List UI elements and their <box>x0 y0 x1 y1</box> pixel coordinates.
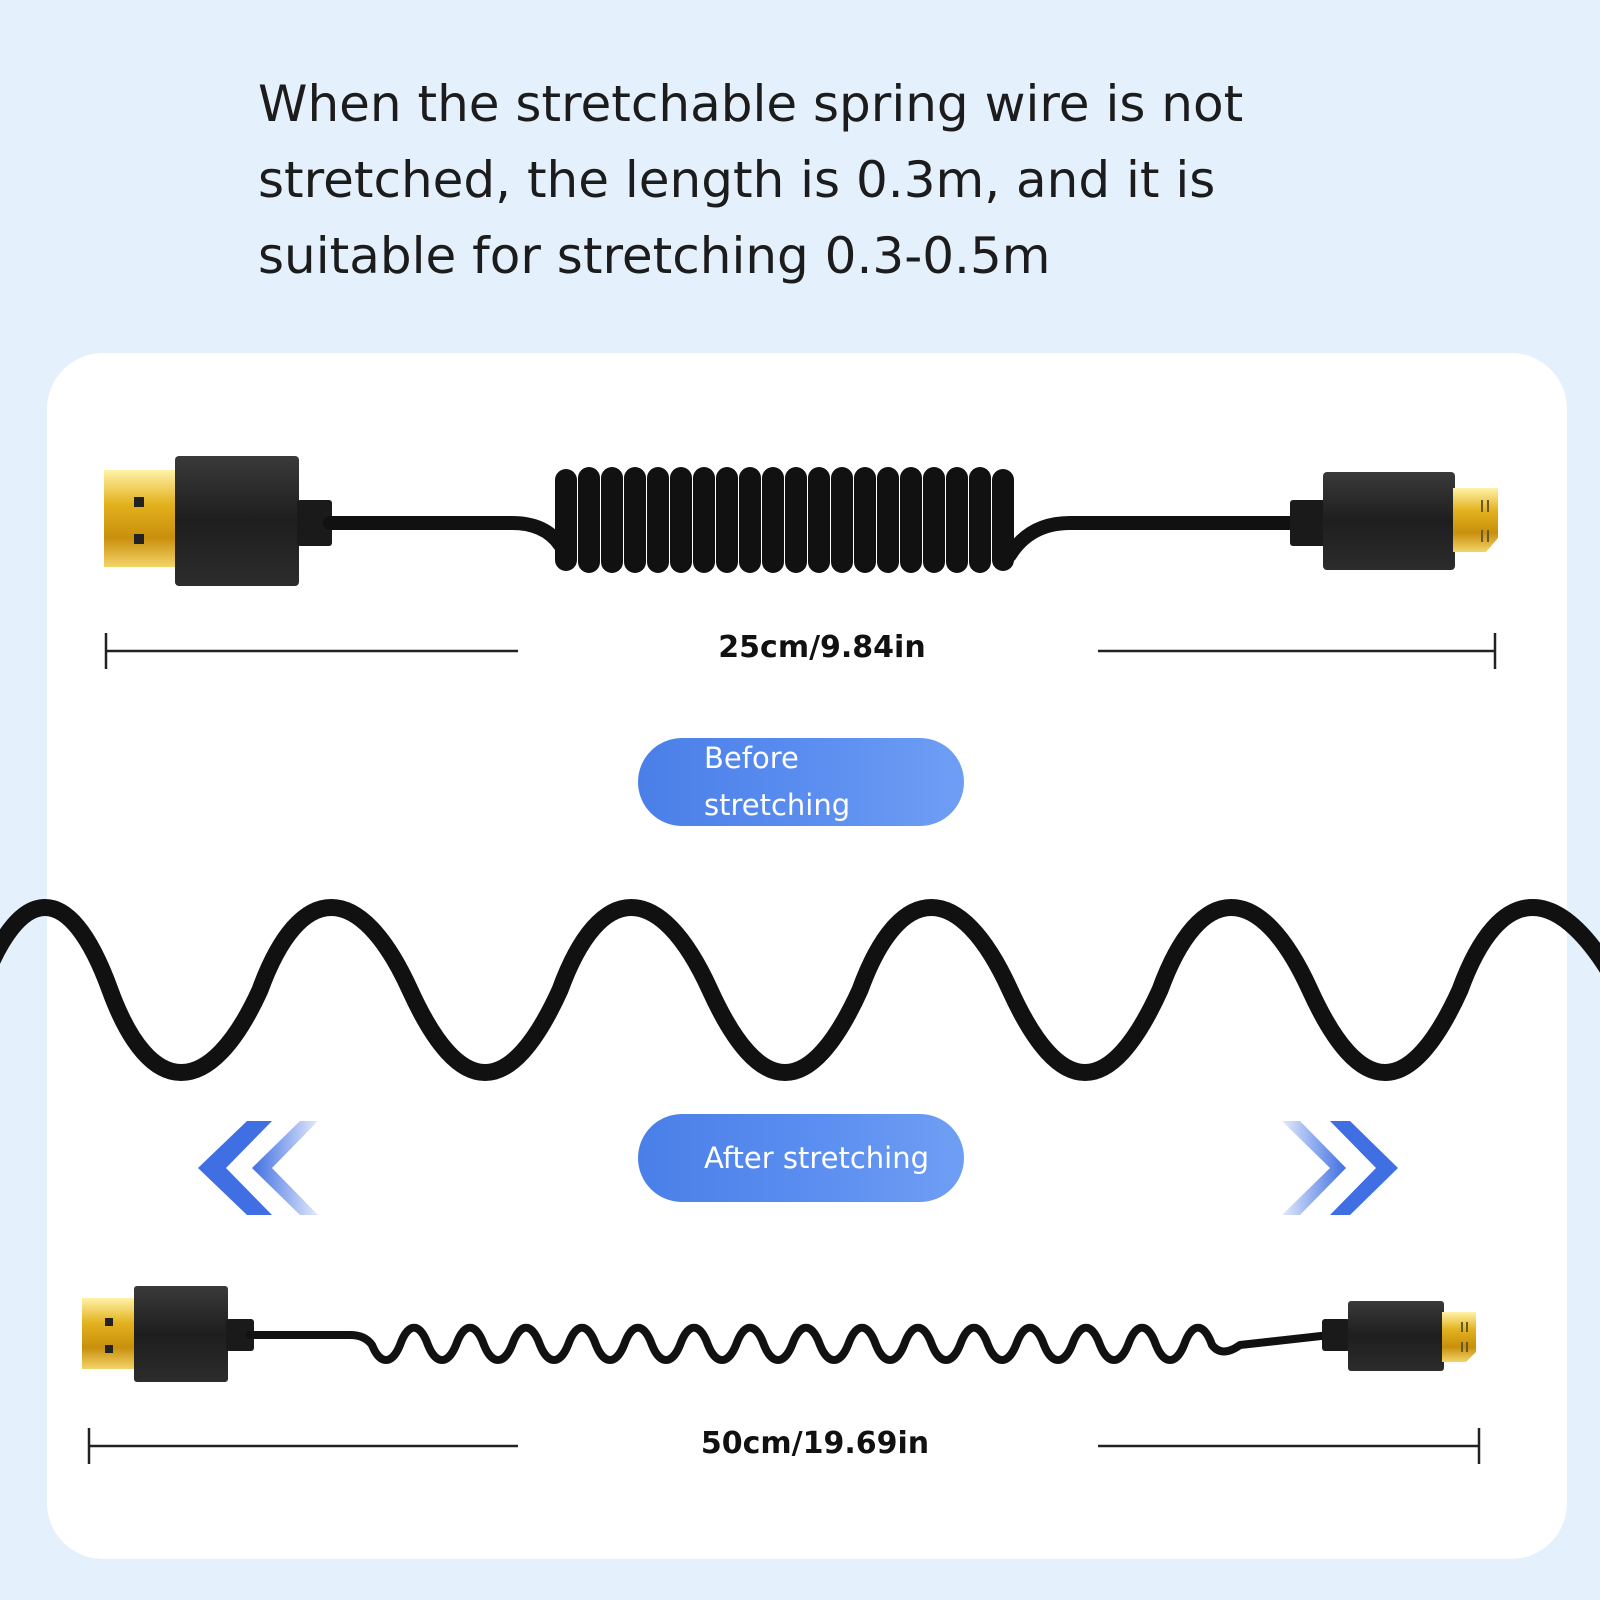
small-spring-wave <box>246 1323 1334 1364</box>
double-chevron-right-icon <box>1282 1121 1398 1215</box>
cable-after-stretching <box>82 1286 1476 1382</box>
after-length-label: 50cm/19.69in <box>700 1426 930 1461</box>
headline-text: When the stretchable spring wire is not … <box>258 75 1244 285</box>
mini-hdmi-connector-icon <box>1322 1301 1476 1371</box>
coiled-spring-section <box>555 467 1014 573</box>
double-chevron-left-icon <box>198 1121 318 1215</box>
hdmi-connector-icon <box>104 456 332 586</box>
cable-before-stretching <box>104 456 1498 586</box>
mini-hdmi-connector-icon <box>1290 472 1498 570</box>
after-stretching-badge-label: After stretching <box>704 1140 930 1175</box>
before-stretching-badge: Before stretching <box>638 738 964 826</box>
before-length-label: 25cm/9.84in <box>718 630 926 665</box>
dimension-line-after <box>87 1428 1481 1464</box>
stretched-spring-wave <box>0 899 1600 1081</box>
before-stretching-badge-label: Before stretching <box>704 741 851 822</box>
after-stretching-badge: After stretching <box>638 1114 964 1202</box>
hdmi-connector-icon <box>82 1286 254 1382</box>
dimension-line-before <box>104 633 1497 669</box>
